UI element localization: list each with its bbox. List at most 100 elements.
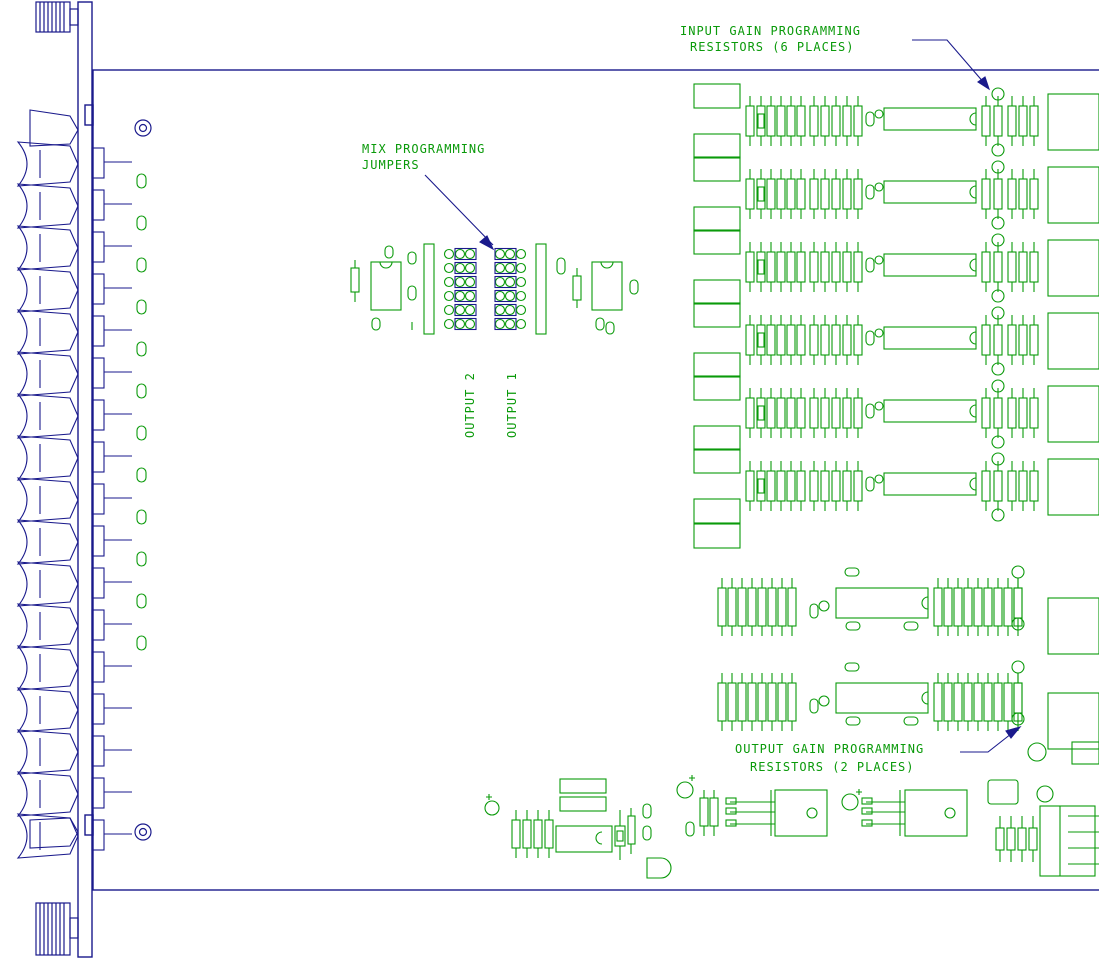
resistor [1007, 105, 1017, 137]
resistor [981, 178, 991, 210]
op-amp-ic [883, 472, 977, 496]
jumper-pin [443, 290, 455, 302]
resistor [786, 397, 796, 429]
led [136, 509, 147, 525]
resistor [1029, 105, 1039, 137]
connector-body [16, 687, 79, 733]
resistor [853, 470, 863, 502]
resistor [786, 105, 796, 137]
output-connector [1047, 239, 1099, 297]
resistor [943, 587, 953, 627]
resistor [831, 105, 841, 137]
connector-body [16, 477, 79, 523]
connector-body [16, 729, 79, 775]
connector-body [16, 183, 79, 229]
capacitor [874, 182, 884, 192]
jumper-pin [504, 318, 516, 330]
resistor [776, 470, 786, 502]
capacitor-box [693, 448, 741, 474]
resistor [963, 587, 973, 627]
resistor [786, 178, 796, 210]
connector-body [16, 393, 79, 439]
capacitor [865, 476, 875, 492]
capacitor [809, 603, 819, 619]
resistor [820, 470, 830, 502]
mix-jumper-area [350, 243, 639, 335]
board-outline [92, 69, 1099, 891]
led [136, 383, 147, 399]
capacitor [874, 474, 884, 484]
op-amp-ic [835, 682, 929, 714]
connector-mount [91, 651, 105, 683]
op-amp-ic [883, 180, 977, 204]
resistor [796, 178, 806, 210]
jumper-shunt [454, 289, 477, 303]
op-amp-ic [883, 399, 977, 423]
resistor [737, 682, 747, 722]
jumper-pin [494, 248, 506, 260]
resistor [796, 105, 806, 137]
resistor [981, 470, 991, 502]
resistor [745, 251, 755, 283]
capacitor [865, 330, 875, 346]
resistor [745, 470, 755, 502]
resistor [809, 178, 819, 210]
resistor [766, 251, 776, 283]
resistor [787, 587, 797, 627]
jumper-pin [454, 304, 466, 316]
resistor [1007, 470, 1017, 502]
led [136, 425, 147, 441]
jumper-pin [464, 276, 476, 288]
resistor [717, 682, 727, 722]
jumper-pin [515, 276, 527, 288]
resistor [809, 470, 819, 502]
resistor [953, 587, 963, 627]
gain-pad [1011, 565, 1025, 579]
input-gain-label-line1: INPUT GAIN PROGRAMMING [680, 24, 861, 38]
connector-mount [91, 441, 105, 473]
jumper-pin [494, 276, 506, 288]
jumper-pin [504, 248, 516, 260]
resistor [1018, 105, 1028, 137]
ic-notch [921, 691, 929, 705]
resistor [981, 251, 991, 283]
capacitor [844, 567, 860, 577]
resistor [981, 324, 991, 356]
connector-mount [91, 777, 105, 809]
jumper-pin [443, 318, 455, 330]
connector-mount [91, 189, 105, 221]
led [136, 173, 147, 189]
resistor [1029, 324, 1039, 356]
resistor [745, 178, 755, 210]
ic-notch [969, 331, 977, 345]
connector-mount [91, 693, 105, 725]
jumper-pin [443, 276, 455, 288]
resistor [820, 324, 830, 356]
capacitor [874, 109, 884, 119]
connector-body [16, 309, 79, 355]
resistor [953, 682, 963, 722]
resistor [993, 178, 1003, 210]
jumper-pin [464, 304, 476, 316]
jumper-shunt [454, 303, 477, 317]
input-gain-label-line2: RESISTORS (6 PLACES) [690, 40, 855, 54]
capacitor-box [693, 83, 741, 109]
resistor [766, 178, 776, 210]
capacitor [903, 621, 919, 631]
resistor-inner [757, 332, 765, 348]
resistor [820, 251, 830, 283]
resistor [1007, 251, 1017, 283]
resistor [1029, 470, 1039, 502]
connector-body [16, 225, 79, 271]
led [136, 215, 147, 231]
capacitor [865, 257, 875, 273]
op-amp-ic [883, 107, 977, 131]
jumper-pin [464, 318, 476, 330]
capacitor [818, 695, 830, 707]
capacitor [874, 401, 884, 411]
connector-mount [91, 819, 105, 851]
jumper-pin [454, 248, 466, 260]
capacitor [903, 716, 919, 726]
connector-body [16, 519, 79, 565]
led [136, 299, 147, 315]
